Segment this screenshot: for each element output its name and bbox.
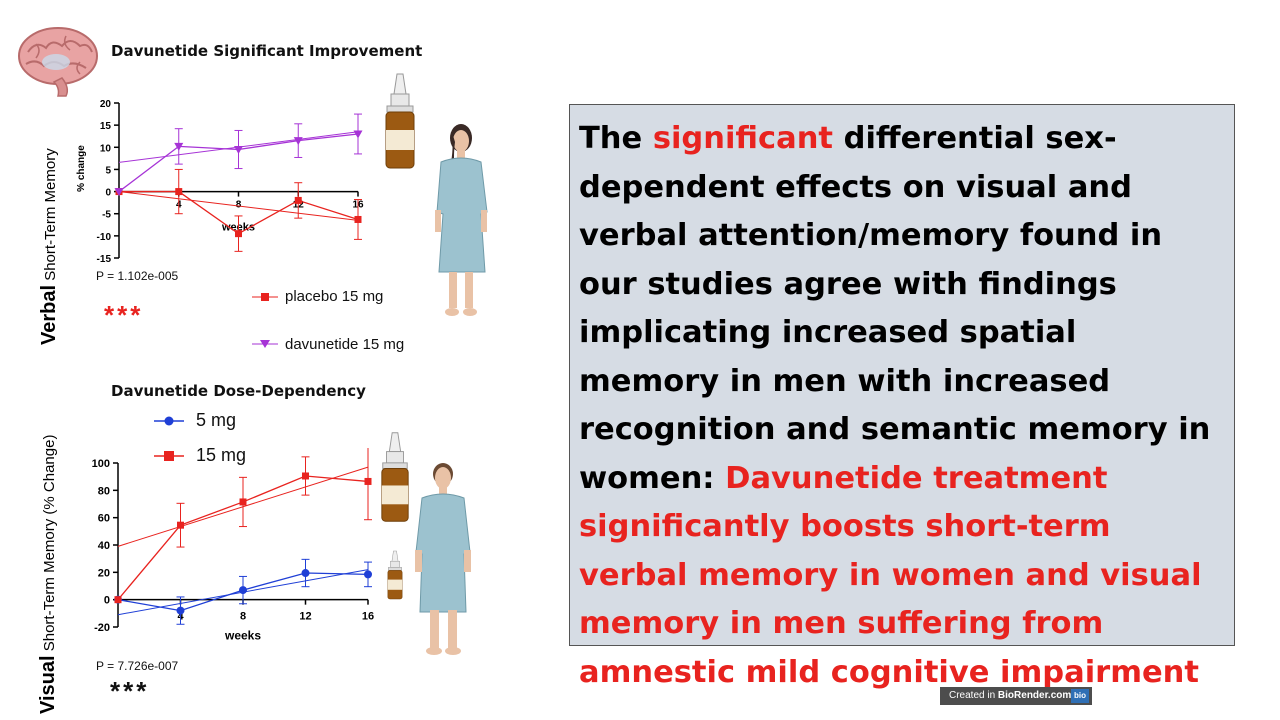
nasal-spray-icon: [383, 72, 417, 170]
x-tick-label: 16: [362, 611, 374, 623]
chart2-side-label-bold: Visual: [37, 655, 59, 714]
chart1-side-label-rest: Short-Term Memory: [42, 148, 59, 285]
data-point: [239, 586, 247, 595]
data-point: [364, 477, 372, 485]
y-tick-label: 0: [105, 188, 111, 199]
y-tick-label: 60: [98, 513, 110, 525]
y-tick-label: -5: [102, 210, 111, 221]
chart2-p-value: P = 7.726e-007: [96, 659, 179, 673]
data-point: [354, 215, 362, 223]
summary-text-conclusion: Davunetide treatment significantly boost…: [579, 460, 1202, 690]
summary-text-part3: differential sex-dependent effects on vi…: [579, 121, 1211, 496]
y-tick-label: 15: [100, 121, 112, 132]
data-point: [353, 130, 363, 139]
chart1-significance: ***: [104, 300, 144, 330]
legend-davunetide-marker: [252, 340, 278, 348]
data-point: [235, 230, 242, 238]
y-tick-label: 20: [100, 99, 112, 110]
chart2-title: Davunetide Dose-Dependency: [111, 382, 366, 400]
trend-line-0: [118, 191, 359, 221]
x-tick-label: 8: [240, 611, 246, 623]
summary-text-box: The significant differential sex-depende…: [569, 104, 1235, 690]
data-point: [293, 137, 303, 146]
summary-text-significant: significant: [652, 121, 833, 156]
data-point: [302, 472, 309, 480]
data-point: [174, 142, 184, 151]
man-patient-icon: [410, 460, 476, 658]
data-point: [364, 570, 372, 579]
y-tick-label: 80: [98, 485, 110, 497]
summary-text-part1: The: [579, 121, 653, 156]
chart2-significance: ***: [110, 676, 150, 706]
y-tick-label: -20: [94, 622, 110, 634]
y-tick-label: -10: [97, 232, 112, 243]
y-tick-label: 20: [98, 567, 110, 579]
data-point: [301, 569, 310, 578]
y-tick-label: -15: [97, 254, 112, 265]
data-point: [294, 196, 302, 204]
data-point: [114, 596, 122, 604]
y-tick-label: 40: [98, 540, 110, 552]
biorender-watermark: Created in BioRender.com bio: [940, 687, 1092, 705]
legend-5mg-label: 5 mg: [196, 410, 237, 430]
y-tick-label: 10: [100, 143, 112, 154]
chart2-side-label: Visual Short-Term Memory (% Change): [37, 435, 60, 714]
legend-davunetide-label: davunetide 15 mg: [285, 336, 405, 353]
data-point: [177, 521, 184, 529]
x-tick-label: 8: [236, 200, 242, 211]
legend-placebo-label: placebo 15 mg: [285, 288, 384, 305]
biorender-logo-icon: bio: [1071, 689, 1089, 703]
watermark-prefix: Created in: [949, 690, 998, 701]
data-point: [176, 606, 185, 615]
chart1-title: Davunetide Significant Improvement: [111, 42, 423, 60]
y-axis-label: % change: [76, 145, 87, 192]
chart1-side-label: Verbal Short-Term Memory: [38, 148, 61, 345]
watermark-brand: BioRender.com: [997, 690, 1072, 701]
data-point: [114, 188, 124, 197]
woman-patient-icon: [425, 122, 495, 320]
y-tick-label: 0: [104, 595, 110, 607]
y-tick-label: 100: [92, 458, 110, 470]
y-tick-label: 5: [105, 165, 111, 176]
data-point: [175, 188, 183, 196]
x-axis-label: weeks: [224, 629, 261, 643]
legend-5mg-marker: [154, 416, 184, 426]
nasal-spray-icon: [385, 550, 405, 600]
brain-icon: [16, 22, 100, 98]
legend-15mg-label: 15 mg: [196, 445, 247, 465]
chart2-side-label-rest: Short-Term Memory (% Change): [41, 434, 58, 656]
data-point: [234, 146, 243, 154]
x-tick-label: 12: [299, 611, 311, 623]
nasal-spray-icon: [379, 430, 411, 524]
data-point: [239, 498, 247, 506]
chart1-side-label-bold: Verbal: [38, 284, 60, 345]
legend-15mg-marker: [154, 451, 184, 461]
legend-placebo-marker: [252, 293, 278, 301]
chart1-p-value: P = 1.102e-005: [96, 269, 179, 283]
